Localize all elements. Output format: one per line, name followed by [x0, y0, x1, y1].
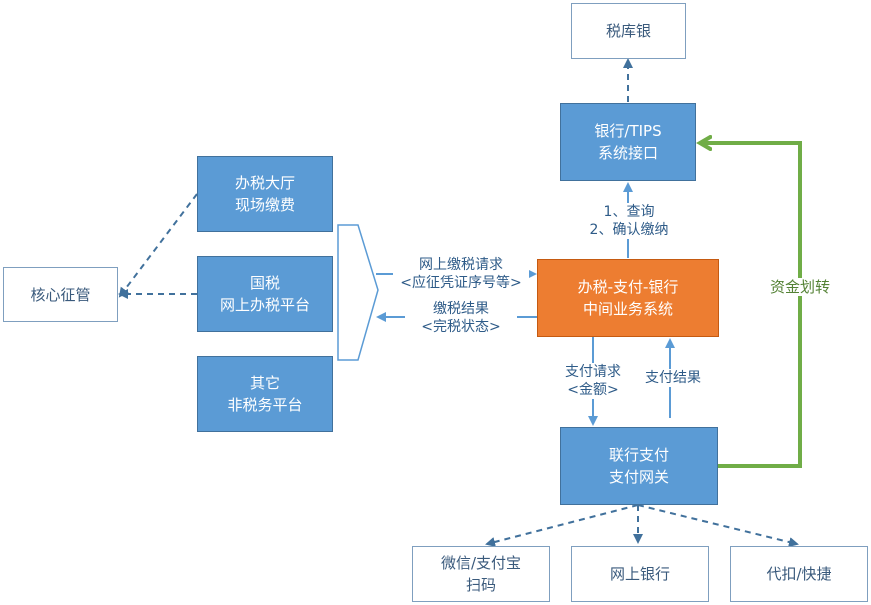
node-payment-gateway: 联行支付 支付网关	[560, 427, 718, 505]
label-tax-request: 网上缴税请求 <应征凭证序号等>	[393, 256, 529, 292]
label-pay-request-line1: 支付请求	[565, 364, 621, 380]
node-core: 核心征管	[3, 267, 118, 322]
node-payment-gateway-line2: 支付网关	[608, 468, 669, 486]
node-wechat-line2: 扫码	[465, 576, 496, 594]
node-online-platform: 国税 网上办税平台	[197, 256, 333, 332]
label-tax-request-line1: 网上缴税请求	[419, 257, 503, 273]
node-bank-tips-line2: 系统接口	[597, 144, 658, 162]
label-tax-result: 缴税结果 <完税状态>	[405, 300, 517, 336]
label-pay-request-line2: <金额>	[567, 382, 619, 398]
label-query-line2: 2、确认缴纳	[589, 222, 669, 238]
node-online-bank-line: 网上银行	[609, 565, 670, 583]
label-query-confirm: 1、查询 2、确认缴纳	[583, 203, 675, 239]
node-wechat: 微信/支付宝 扫码	[412, 546, 550, 602]
label-query-line1: 1、查询	[603, 204, 655, 220]
node-tax-bank: 税库银	[571, 3, 686, 59]
label-tax-request-line2: <应征凭证序号等>	[400, 275, 522, 291]
node-bank-tips-line1: 银行/TIPS	[594, 122, 662, 140]
node-tax-bank-line: 税库银	[605, 22, 651, 40]
label-pay-request: 支付请求 <金额>	[557, 363, 629, 399]
node-other-platform-line2: 非税务平台	[227, 396, 303, 414]
node-hall-line1: 办税大厅	[234, 174, 295, 192]
node-withhold: 代扣/快捷	[730, 546, 868, 602]
node-hall: 办税大厅 现场缴费	[197, 156, 333, 232]
arrow-fund-transfer	[702, 143, 802, 468]
label-tax-result-line2: <完税状态>	[421, 319, 501, 335]
node-other-platform-line1: 其它	[249, 374, 280, 392]
node-online-platform-line2: 网上办税平台	[219, 296, 310, 314]
node-core-line: 核心征管	[30, 285, 91, 304]
node-bank-tips: 银行/TIPS 系统接口	[560, 103, 696, 181]
arrow-gateway-to-wechat	[485, 504, 639, 547]
node-middleware-line2: 中间业务系统	[582, 300, 673, 318]
node-withhold-line: 代扣/快捷	[766, 565, 832, 583]
label-pay-result: 支付结果	[637, 369, 709, 387]
node-payment-gateway-line1: 联行支付	[608, 446, 669, 464]
node-online-bank: 网上银行	[571, 546, 709, 602]
label-tax-result-line1: 缴税结果	[433, 301, 489, 317]
node-middleware-line1: 办税-支付-银行	[577, 278, 679, 296]
node-online-platform-line1: 国税	[249, 274, 280, 292]
node-middleware: 办税-支付-银行 中间业务系统	[537, 259, 719, 337]
label-fund-transfer: 资金划转	[757, 278, 843, 296]
brace-shape	[337, 224, 379, 361]
arrow-hall-to-core	[118, 193, 198, 298]
arrow-gateway-to-withhold	[637, 504, 799, 547]
node-wechat-line1: 微信/支付宝	[440, 554, 522, 572]
node-hall-line2: 现场缴费	[234, 196, 295, 214]
node-other-platform: 其它 非税务平台	[197, 356, 333, 432]
